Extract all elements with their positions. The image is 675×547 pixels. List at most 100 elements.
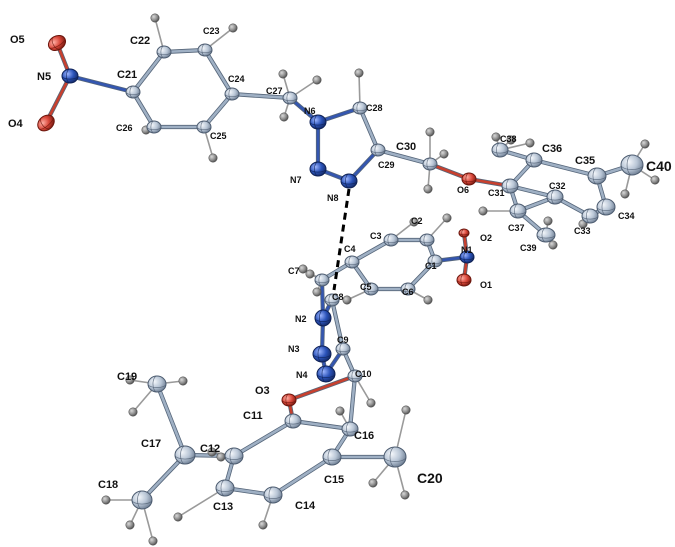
atom-ellipsoid [284,413,302,429]
hydrogen-atom [101,495,111,505]
bond-C4-C3 [350,238,393,264]
atom-c2 [419,233,435,247]
atom-ellipsoid [322,448,342,466]
atom-label-c10: C10 [355,369,372,379]
atom-ellipsoid [197,43,213,57]
atom-c31 [501,178,519,194]
ellipsoid-principal-ellipse [341,428,359,433]
ellipsoid-principal-ellipse [150,120,155,134]
atom-label-c26: C26 [116,123,133,133]
atom-ellipsoid [546,189,564,205]
atom-c38 [491,142,509,158]
ellipsoid-principal-ellipse [66,68,71,84]
ellipsoid-principal-ellipse [427,260,443,265]
atom-n7 [309,161,327,177]
atom-label-c37: C37 [508,223,525,233]
hydrogen-atom [125,375,135,385]
ellipsoid-principal-ellipse [281,399,297,404]
atom-c35 [587,167,607,185]
ellipsoid-principal-ellipse [514,203,519,219]
atom-c14 [263,486,283,504]
ellipsoid-principal-ellipse [459,256,475,261]
hydrogen-atom [305,269,315,279]
label-layer: O5N5O4C21C22C23C24C25C26C27N6N7N8C28C29C… [8,26,672,513]
hydrogen-atom [278,69,288,79]
hydrogen-atom [342,295,352,305]
hydrogen-atom [400,490,410,500]
ellipsoid-principal-ellipse [345,173,350,189]
atom-c4 [344,255,360,269]
ellipsoid-principal-ellipse [215,487,235,492]
ellipsoid-principal-ellipse [551,189,556,205]
atom-label-c17: C17 [141,438,161,450]
ellipsoid-principal-ellipse [546,196,564,201]
ellipsoid-principal-ellipse [536,234,556,239]
bond-C24-C25 [202,92,234,129]
hydrogen-atom [401,405,411,415]
ellipsoid-principal-ellipse [340,180,358,185]
atom-ellipsoid [224,87,240,101]
ellipsoid-principal-ellipse [316,373,336,378]
atom-label-c40: C40 [646,158,672,174]
hydrogen-atom [128,407,138,417]
ellipsoid-principal-ellipse [228,87,233,101]
atom-c12 [224,447,244,465]
ellipsoid-principal-ellipse [324,299,340,304]
atom-c26 [146,120,162,134]
bond-C21-C22 [131,50,166,94]
atom-o1 [456,273,472,287]
atom-c8 [324,293,340,307]
atom-label-o6: O6 [457,185,469,195]
hydrogen-atom [650,175,660,185]
bond-C29-C30 [376,148,432,166]
ellipsoid-principal-ellipse [363,288,379,293]
atom-label-c32: C32 [549,181,566,191]
ellipsoid-principal-ellipse [620,164,644,170]
ellipsoid-principal-ellipse [458,232,470,236]
ellipsoid-principal-ellipse [335,348,351,353]
ellipsoid-principal-ellipse [268,486,274,504]
atom-c22 [156,45,172,59]
atom-layer [37,13,660,546]
hydrogen-atom [423,295,433,305]
atom-n6 [309,114,327,130]
atom-ellipsoid [196,120,212,134]
atom-c30 [422,157,438,171]
bond-C10-O3 [287,374,357,402]
atom-label-c25: C25 [210,131,227,141]
atom-label-n2: N2 [295,314,307,324]
atom-n5 [61,68,79,84]
ellipsoid-principal-ellipse [387,233,392,247]
atom-c40 [620,154,644,176]
atom-label-c1: C1 [425,261,437,271]
atom-o2 [458,228,470,238]
atom-label-c2: C2 [411,216,423,226]
atom-label-c8: C8 [332,292,344,302]
atom-ellipsoid [282,91,298,105]
bond-C28-C29 [358,106,380,152]
atom-label-o2: O2 [480,233,492,243]
ellipsoid-principal-ellipse [530,152,535,168]
hydrogen-atom [178,376,188,386]
ellipsoid-principal-ellipse [351,369,356,383]
hydrogen-atom [442,213,452,223]
bond-C17-C19 [155,382,187,457]
atom-ellipsoid [281,393,297,407]
atom-label-c29: C29 [378,160,395,170]
atom-c36 [525,152,543,168]
ellipsoid-principal-ellipse [201,43,206,57]
ellipsoid-principal-ellipse [319,309,324,327]
atom-o4 [37,114,55,132]
atom-ellipsoid [620,154,644,176]
atom-n2 [314,309,332,327]
ellipsoid-principal-ellipse [581,215,599,220]
atom-label-c9: C9 [337,335,349,345]
atom-ellipsoid [525,152,543,168]
hydrogen-atom [150,13,160,23]
ellipsoid-principal-ellipse [309,121,327,126]
bond-C12-C11 [232,419,295,458]
atom-label-c12: C12 [200,443,220,455]
ellipsoid-principal-ellipse [496,142,501,158]
ellipsoid-principal-ellipse [465,172,470,186]
